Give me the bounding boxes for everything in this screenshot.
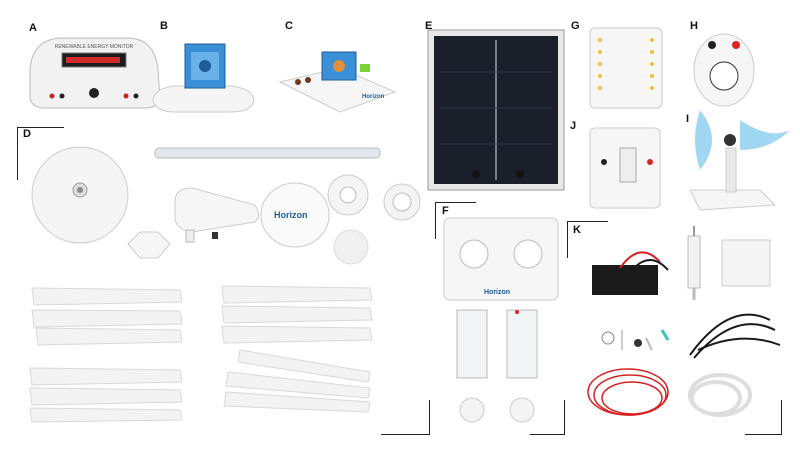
fuel-cell-base: Horizon [278, 51, 397, 113]
label-b: B [160, 20, 168, 32]
brand-logo-d: Horizon [274, 210, 308, 220]
brand-logo-c: Horizon [362, 94, 385, 100]
battery-box [592, 251, 669, 295]
knob-module [693, 33, 755, 107]
label-e: E [425, 20, 433, 32]
bracket-bottom-left [381, 400, 430, 435]
label-i: I [686, 113, 690, 125]
monitor-title: RENEWABLE ENERGY MONITOR [55, 44, 134, 50]
fan-module [689, 110, 790, 211]
fuel-cell-stand [152, 43, 255, 113]
label-d: D [23, 128, 31, 140]
measuring-cylinder-right [506, 309, 538, 379]
label-a: A [29, 22, 37, 34]
turbine-shaft [154, 147, 381, 159]
label-h: H [690, 20, 698, 32]
sample-bag [721, 239, 771, 287]
turbine-blades [29, 285, 373, 423]
foam-ball [333, 229, 369, 265]
label-c: C [285, 20, 293, 32]
hex-cap [127, 231, 171, 259]
led-board [589, 27, 663, 109]
solar-panel [427, 29, 565, 191]
turbine-hub-disc: Horizon [260, 182, 330, 248]
bracket-bottom-mid [530, 400, 565, 435]
bracket-bottom-right [745, 400, 782, 435]
gear-part [327, 174, 369, 216]
syringe [687, 226, 701, 300]
small-parts [601, 329, 670, 351]
label-f: F [442, 205, 449, 217]
brand-logo-f: Horizon [484, 289, 510, 296]
label-g: G [571, 20, 580, 32]
turbine-housing [31, 146, 129, 244]
electrolyzer-plate: Horizon [443, 217, 559, 301]
red-leads [587, 368, 669, 416]
bracket-f [435, 202, 476, 239]
nut-part [383, 183, 421, 221]
energy-monitor: RENEWABLE ENERGY MONITOR [29, 37, 161, 109]
label-k: K [573, 224, 581, 236]
measuring-cylinder-left [456, 309, 488, 379]
bracket-k [567, 221, 608, 258]
turbine-nacelle [174, 187, 259, 243]
silicone-tubing [688, 373, 752, 417]
black-leads [689, 313, 781, 359]
label-j: J [570, 120, 577, 132]
bracket-d [17, 127, 64, 180]
switch-module [589, 127, 661, 209]
cylinder-caps [459, 397, 535, 423]
